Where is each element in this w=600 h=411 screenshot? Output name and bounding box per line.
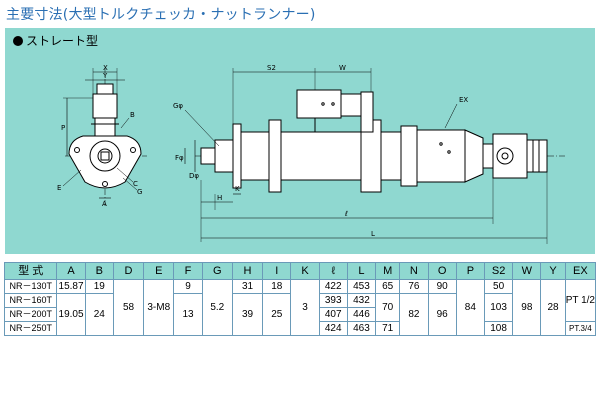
dimension-drawing-panel: ストレート型 <box>5 28 595 254</box>
cell-model: NR－130T <box>3 279 58 294</box>
col-k: K <box>290 262 320 280</box>
dim-label-l-small: ℓ <box>344 210 348 218</box>
cell-ex: PT 1/2 <box>564 279 597 322</box>
cell-l: 453 <box>346 279 377 294</box>
cell-b: 24 <box>84 293 114 336</box>
cell-k: 3 <box>290 279 320 336</box>
col-p: P <box>455 262 485 280</box>
cell-model: NR－160T <box>3 293 58 308</box>
dimension-table: 型 式 A B D E F G H I K ℓ L M N O P S2 W Y… <box>3 262 597 336</box>
dim-label-k: K <box>235 185 240 193</box>
cell-i: 18 <box>262 279 292 294</box>
col-a: A <box>56 262 86 280</box>
cell-d: 58 <box>112 279 145 336</box>
cell-model: NR－250T <box>3 321 58 336</box>
dim-label-b: B <box>130 111 135 119</box>
bullet-icon <box>13 36 23 46</box>
table-header-row: 型 式 A B D E F G H I K ℓ L M N O P S2 W Y… <box>3 262 597 280</box>
dim-label-s2: S2 <box>267 64 276 72</box>
cell-model: NR－200T <box>3 307 58 322</box>
dim-label-x: X <box>103 64 108 72</box>
drawing-subtitle: ストレート型 <box>13 32 98 49</box>
cell-o: 90 <box>427 279 457 294</box>
cell-ex: PT.3/4 <box>564 321 597 336</box>
dim-label-g-phi: Gφ <box>173 102 183 110</box>
col-w: W <box>512 262 542 280</box>
cell-a: 19.05 <box>56 293 86 336</box>
cell-y: 28 <box>540 279 566 336</box>
cell-l-small: 422 <box>318 279 348 294</box>
cell-e: 3-M8 <box>143 279 175 336</box>
dim-label-w: W <box>339 64 346 72</box>
dim-label-c: C <box>133 180 138 188</box>
cell-f: 13 <box>173 293 203 336</box>
col-i: I <box>262 262 292 280</box>
dim-label-h: H <box>217 194 222 202</box>
dim-label-e: E <box>57 184 61 192</box>
page-title: 主要寸法(大型トルクチェッカ・ナットランナー) <box>6 7 316 23</box>
cell-s2: 108 <box>483 321 514 336</box>
cell-l-small: 393 <box>318 293 348 308</box>
col-n: N <box>399 262 429 280</box>
col-m: M <box>375 262 401 280</box>
side-view <box>184 68 565 244</box>
col-e: E <box>143 262 175 280</box>
cell-s2: 50 <box>483 279 514 294</box>
dim-label-f-phi: Fφ <box>175 154 184 162</box>
subtitle-text: ストレート型 <box>26 34 99 48</box>
cell-o: 96 <box>427 293 457 336</box>
col-l-small: ℓ <box>318 262 348 280</box>
col-b: B <box>84 262 114 280</box>
dim-label-d-phi: Dφ <box>189 172 199 180</box>
cell-l: 463 <box>346 321 377 336</box>
cell-f: 9 <box>173 279 203 294</box>
dim-label-g: G <box>137 188 142 196</box>
col-d: D <box>112 262 145 280</box>
col-g: G <box>201 262 233 280</box>
cell-g: 5.2 <box>201 279 233 336</box>
cell-h: 39 <box>231 293 264 336</box>
col-y: Y <box>540 262 566 280</box>
cell-m: 70 <box>375 293 401 322</box>
technical-drawing: X Y P B C G E A Gφ Fφ Dφ S2 W EX H K ℓ L <box>57 64 565 244</box>
cell-l: 446 <box>346 307 377 322</box>
col-h: H <box>231 262 264 280</box>
dim-label-a: A <box>102 200 107 208</box>
table-row: NR－130T 15.87 19 58 3-M8 9 5.2 31 18 3 4… <box>3 279 597 336</box>
cell-l-small: 407 <box>318 307 348 322</box>
cell-m: 65 <box>375 279 401 294</box>
col-ex: EX <box>564 262 597 280</box>
cell-b: 19 <box>84 279 114 294</box>
col-l: L <box>346 262 377 280</box>
cell-l: 432 <box>346 293 377 308</box>
dim-label-y: Y <box>102 72 108 80</box>
cell-s2: 103 <box>483 293 514 322</box>
col-model: 型 式 <box>3 262 58 280</box>
col-s2: S2 <box>483 262 514 280</box>
cell-n: 82 <box>399 293 429 336</box>
cell-a: 15.87 <box>56 279 86 294</box>
cell-h: 31 <box>231 279 264 294</box>
col-o: O <box>427 262 457 280</box>
table-row: NR－200T 407 446 <box>3 307 596 322</box>
cell-i: 25 <box>262 293 292 336</box>
cell-n: 76 <box>399 279 429 294</box>
cell-w: 98 <box>512 279 542 336</box>
col-f: F <box>173 262 203 280</box>
cell-m: 71 <box>375 321 401 336</box>
table-row: NR－250T 424 463 71 108 PT.3/4 <box>3 321 597 336</box>
dim-label-ex: EX <box>459 96 468 104</box>
end-view <box>62 68 147 208</box>
cell-l-small: 424 <box>318 321 348 336</box>
cell-p: 84 <box>455 279 485 336</box>
dim-label-l: L <box>371 230 375 238</box>
dim-label-p: P <box>61 124 65 132</box>
